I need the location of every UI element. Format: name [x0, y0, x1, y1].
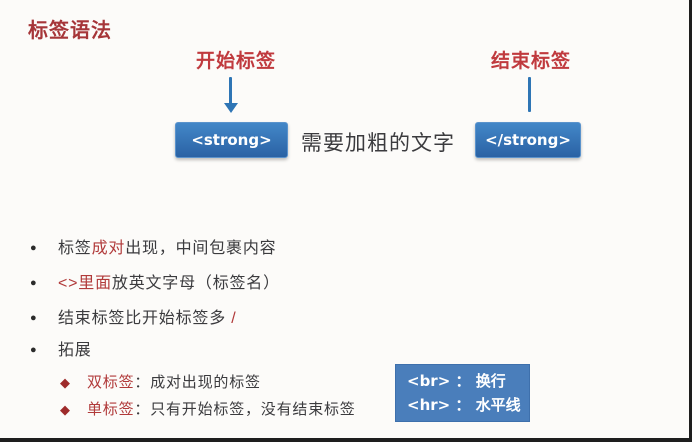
bullet-item-extension: ● 拓展 — [30, 340, 92, 361]
close-tag-code: </strong> — [485, 131, 571, 149]
sub-bullet-text: 单标签：只有开始标签，没有结束标签 — [87, 401, 356, 418]
open-tag-label: 开始标签 — [195, 51, 276, 72]
page-title: 标签语法 — [28, 20, 112, 42]
bullet-dot-icon: ● — [30, 242, 38, 254]
wrapped-content-text: 需要加粗的文字 — [301, 132, 455, 155]
down-arrow-close — [528, 77, 531, 112]
sub-bullet-single-tag: ◆ 单标签：只有开始标签，没有结束标签 — [60, 400, 356, 420]
close-tag-label: 结束标签 — [490, 51, 571, 72]
diamond-bullet-icon: ◆ — [60, 402, 71, 417]
bullet-text: 拓展 — [58, 342, 92, 359]
bullet-item-slash: ● 结束标签比开始标签多 / — [30, 308, 237, 329]
down-arrow-open — [229, 77, 232, 104]
bullet-dot-icon: ● — [30, 344, 38, 356]
bullet-item-brackets: ● <>里面放英文字母（标签名） — [30, 273, 280, 294]
sub-bullet-double-tag: ◆ 双标签：成对出现的标签 — [60, 373, 261, 393]
single-tag-examples-box: <br> ： 换行 <hr> ： 水平线 — [395, 364, 530, 422]
bullet-text: <>里面放英文字母（标签名） — [58, 275, 280, 292]
info-line-hr: <hr> ： 水平线 — [407, 396, 521, 414]
down-arrow-open-head-icon — [224, 103, 238, 113]
open-tag-code: <strong> — [191, 131, 272, 149]
bullet-item-pair: ● 标签成对出现，中间包裹内容 — [30, 238, 276, 259]
bullet-text: 标签成对出现，中间包裹内容 — [58, 240, 277, 257]
bullet-dot-icon: ● — [30, 312, 38, 324]
diamond-bullet-icon: ◆ — [60, 375, 71, 390]
info-line-br: <br> ： 换行 — [407, 372, 506, 390]
close-tag-box: </strong> — [475, 122, 581, 158]
sub-bullet-text: 双标签：成对出现的标签 — [87, 374, 261, 391]
open-tag-box: <strong> — [175, 122, 288, 158]
bullet-text: 结束标签比开始标签多 / — [58, 310, 237, 327]
bullet-dot-icon: ● — [30, 277, 38, 289]
